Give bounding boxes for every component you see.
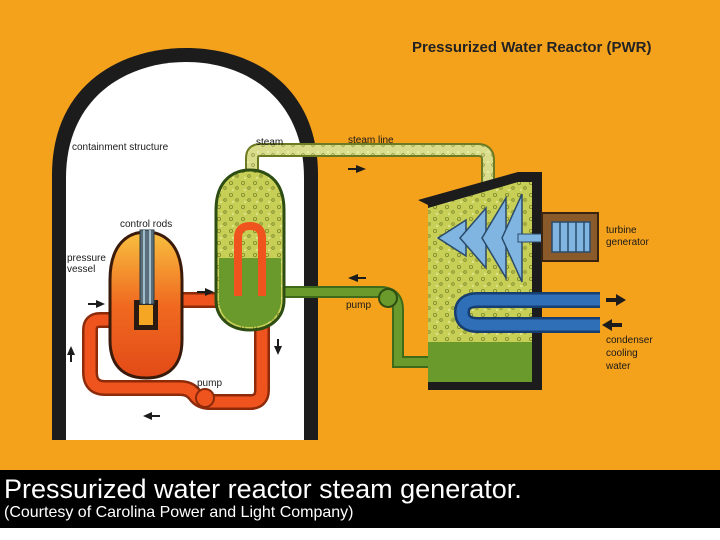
steam-generator-water <box>219 258 281 327</box>
label-pump-primary: pump <box>197 378 222 389</box>
label-condenser-cooling-water-1: condenser <box>606 335 653 346</box>
caption-bar: Pressurized water reactor steam generato… <box>0 470 720 528</box>
flow-arrow-icon <box>602 319 612 331</box>
flow-arrow-icon <box>88 303 97 305</box>
secondary-pump <box>378 288 398 308</box>
caption-title: Pressurized water reactor steam generato… <box>4 474 522 504</box>
flow-arrow-icon <box>96 300 105 308</box>
flow-arrow-icon <box>274 346 282 355</box>
flow-arrow-icon <box>151 415 160 417</box>
label-pressure-vessel-2: vessel <box>67 264 95 275</box>
flow-arrow-icon <box>277 339 279 347</box>
flow-arrow-icon <box>357 277 366 279</box>
flow-arrow-icon <box>197 291 206 293</box>
label-turbine-generator-2: generator <box>606 237 649 248</box>
diagram-title: Pressurized Water Reactor (PWR) <box>412 39 652 56</box>
label-condenser-cooling-water-2: cooling <box>606 348 638 359</box>
caption-credit: (Courtesy of Carolina Power and Light Co… <box>4 504 354 521</box>
label-steam: steam <box>256 137 283 148</box>
flow-arrow-icon <box>143 412 152 420</box>
condenser-tube-inner <box>456 294 600 331</box>
label-pump-secondary: pump <box>346 300 371 311</box>
flow-arrow-icon <box>205 288 214 296</box>
label-control-rods: control rods <box>120 219 172 230</box>
flow-arrow-icon <box>67 346 75 355</box>
flow-arrow-icon <box>348 274 358 282</box>
condenser-hotwell <box>428 342 532 382</box>
flow-arrow-icon <box>611 323 622 327</box>
label-steam-line: steam line <box>348 135 394 146</box>
flow-arrow-icon <box>70 354 72 362</box>
reactor-core-inner <box>139 305 153 325</box>
primary-loop-cold-leg-inner <box>84 250 268 408</box>
primary-pump <box>195 388 215 408</box>
label-condenser-cooling-water-3: water <box>605 361 631 372</box>
flow-arrow-icon <box>348 168 357 170</box>
label-turbine-generator-1: turbine <box>606 225 637 236</box>
control-rods <box>139 229 155 305</box>
label-containment-structure: containment structure <box>72 142 169 153</box>
flow-arrow-icon <box>616 294 626 306</box>
flow-arrow-icon <box>606 298 617 302</box>
label-pressure-vessel-1: pressure <box>67 253 106 264</box>
steam-line-inner <box>247 145 493 192</box>
bottom-margin <box>0 528 720 540</box>
pwr-diagram: Pressurized Water Reactor (PWR) <box>0 0 720 470</box>
steam-generator-tubes <box>234 221 266 296</box>
flow-arrow-icon <box>356 165 366 173</box>
